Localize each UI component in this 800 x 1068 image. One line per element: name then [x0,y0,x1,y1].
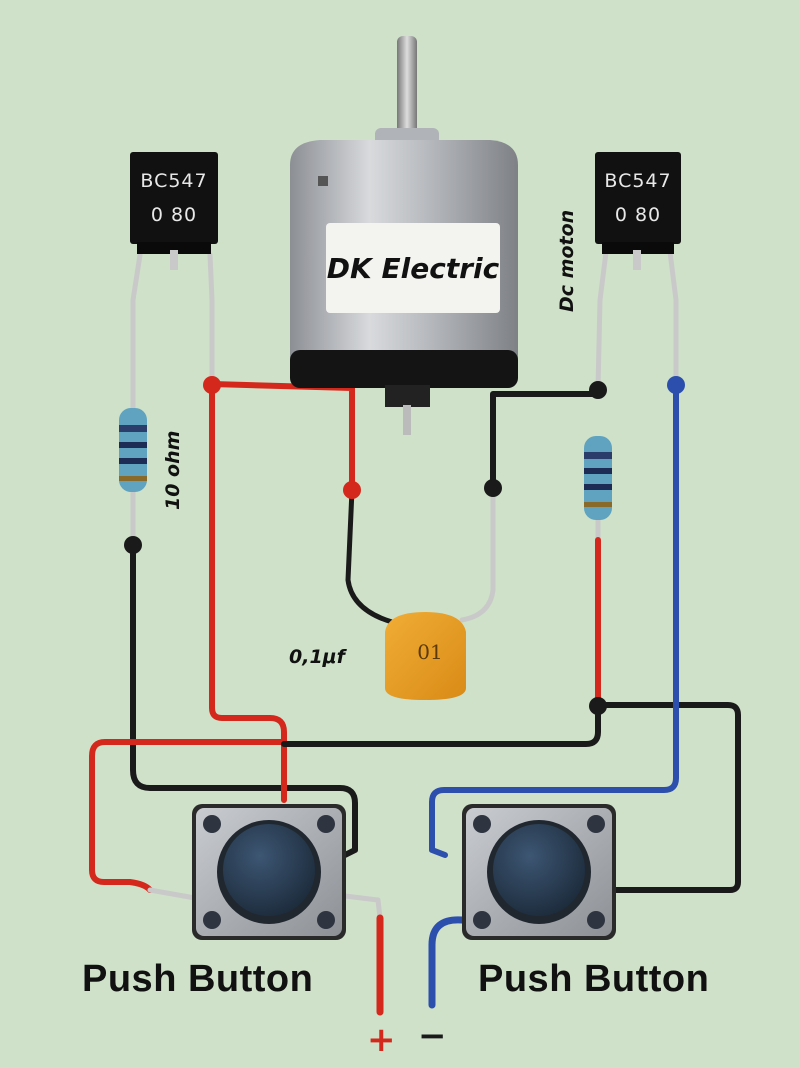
junction-dot [343,481,361,499]
junction-dot [124,536,142,554]
motor-brand-label: DK Electric [326,223,500,313]
right-transistor-lead-collector [667,249,679,386]
motor-terminal [385,385,430,407]
left-push-button-label: Push Button [82,958,314,1000]
motor-endcap [290,350,518,388]
wire-positive-lead [342,893,383,921]
motor-side-label: Dc moton [556,209,578,312]
wire-red-motor [209,381,355,493]
right-push-button-label: Push Button [478,958,710,1000]
capacitor-lead-right [459,485,496,623]
wire-black-motor-right [490,391,601,491]
right-push-button [462,804,616,940]
capacitor-value-label: 0,1μf [289,646,345,668]
wire-black-right-button [595,702,741,893]
wire-blue-right [429,381,679,858]
right-transistor-part: BC547 [604,170,672,192]
capacitor-lead-left [345,487,395,625]
left-transistor-lead-emitter [130,252,143,413]
capacitor-body-text: 01 [417,640,443,664]
junction-dot [203,376,221,394]
positive-terminal-label: + [367,1020,396,1060]
junction-dot [484,479,502,497]
left-push-button [192,804,346,940]
wire-red-button-loop [89,739,287,893]
wire-red-button-lead [147,887,198,901]
wire-negative [428,916,466,1009]
junction-dot [667,376,685,394]
right-transistor [595,152,681,270]
wire-black-cross [281,702,601,747]
right-transistor-lead-emitter [595,249,609,391]
right-transistor-code: 0 80 [614,204,662,226]
wire-red-collector [209,381,287,803]
motor-rear-pin [403,405,411,435]
motor-vent [318,176,328,186]
negative-terminal-label: − [418,1016,447,1056]
left-transistor-part: BC547 [140,170,208,192]
left-resistor [119,408,147,492]
right-resistor [584,436,612,520]
resistor-value-label: 10 ohm [162,430,184,510]
left-transistor-lead-collector [207,252,215,386]
motor-shaft [397,36,417,136]
wire-black-left [130,542,358,858]
left-transistor [130,152,218,270]
ceramic-capacitor [385,612,466,700]
junction-dot [589,381,607,399]
left-transistor-code: 0 80 [150,204,198,226]
junction-dot [589,697,607,715]
